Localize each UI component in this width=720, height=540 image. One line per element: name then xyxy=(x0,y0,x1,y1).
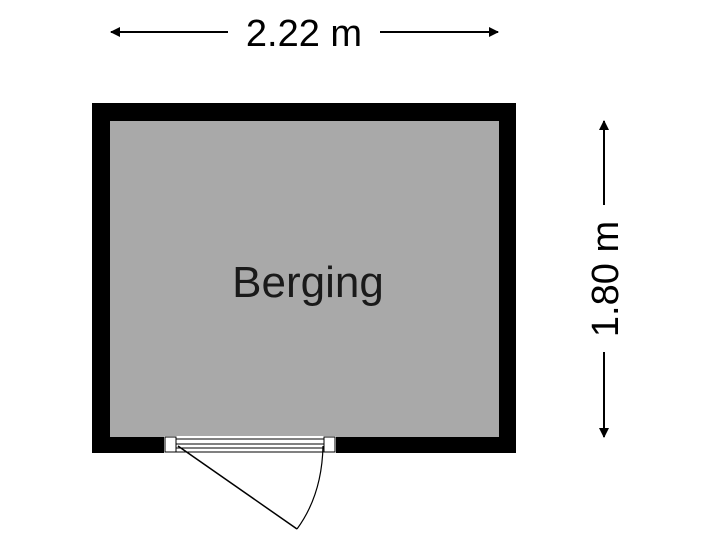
walls xyxy=(92,103,516,454)
width-dimension: 2.22 m xyxy=(110,13,499,55)
door-frame-left xyxy=(164,436,177,453)
door-leaf xyxy=(177,445,298,530)
room-label: Berging xyxy=(232,258,384,307)
door xyxy=(164,436,336,530)
door-swing-arc xyxy=(296,445,324,530)
height-label: 1.80 m xyxy=(585,221,627,337)
height-dimension: 1.80 m xyxy=(585,120,627,438)
room-floor xyxy=(110,121,499,437)
door-frame-right xyxy=(323,436,336,453)
width-label: 2.22 m xyxy=(246,13,362,55)
